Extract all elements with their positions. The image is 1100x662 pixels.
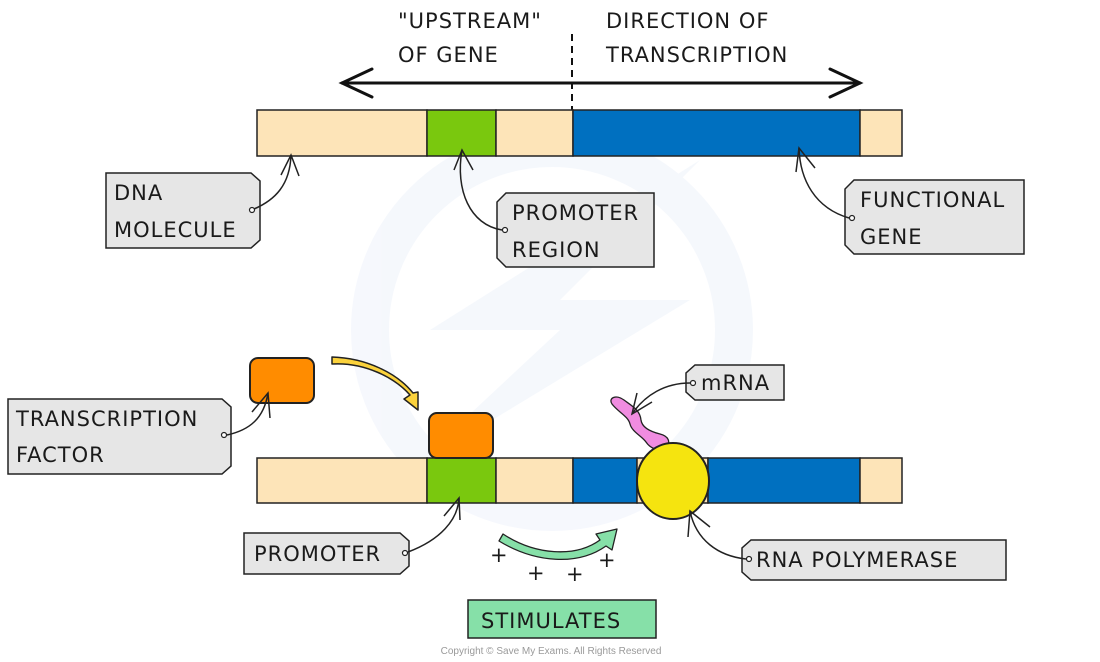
promoter-region-label-line2: REGION — [512, 238, 601, 262]
upstream-label-line2: OF GENE — [398, 43, 499, 67]
functional-gene-callout: FUNCTIONAL GENE — [795, 146, 1025, 255]
bottom-dna-molecule — [256, 457, 903, 504]
transcription-factor-free — [249, 357, 315, 404]
top-dna-downstream-segment — [859, 109, 903, 157]
rna-polymerase-callout: RNA POLYMERASE — [687, 509, 1007, 581]
copyright-text: Copyright © Save My Exams. All Rights Re… — [441, 646, 662, 657]
top-dna-molecule — [256, 109, 903, 157]
plus-sign: + — [490, 543, 509, 567]
bottom-dna-spacer-segment — [495, 457, 574, 504]
bottom-dna-downstream-segment — [859, 457, 903, 504]
binding-arrow — [331, 356, 419, 411]
upstream-label-line1: "UPSTREAM" — [398, 9, 542, 33]
plus-sign: + — [527, 561, 546, 585]
promoter-label: PROMOTER — [254, 542, 381, 566]
promoter-callout: PROMOTER — [243, 496, 461, 575]
bottom-promoter-segment — [426, 457, 497, 504]
transcription-factor-label-line2: FACTOR — [16, 443, 105, 467]
rna-polymerase-label: RNA POLYMERASE — [756, 548, 958, 572]
mrna-strand — [610, 396, 670, 451]
top-dna-upstream-segment — [256, 109, 428, 157]
stimulates-box: STIMULATES — [467, 599, 657, 639]
stimulates-label: STIMULATES — [481, 609, 621, 633]
top-dna-spacer-segment — [495, 109, 574, 157]
mrna-label: mRNA — [701, 371, 770, 395]
transcription-factor-bound — [428, 412, 494, 459]
dna-molecule-label-line1: DNA — [114, 181, 163, 205]
direction-label-line1: DIRECTION OF — [606, 9, 769, 33]
bottom-dna-upstream-segment — [256, 457, 428, 504]
bottom-gene-segment-remaining — [707, 457, 861, 504]
top-gene-segment — [572, 109, 861, 157]
dna-molecule-label-line2: MOLECULE — [114, 218, 237, 242]
functional-gene-label-line1: FUNCTIONAL — [860, 188, 1005, 212]
dna-molecule-callout: DNA MOLECULE — [105, 153, 300, 249]
plus-sign: + — [566, 562, 585, 586]
transcription-factor-label-line1: TRANSCRIPTION — [15, 407, 198, 431]
plus-sign: + — [598, 548, 617, 572]
functional-gene-label-line2: GENE — [860, 225, 923, 249]
direction-double-arrow — [338, 67, 864, 99]
rna-polymerase — [636, 442, 710, 520]
top-promoter-segment — [426, 109, 497, 157]
bottom-gene-segment-transcribed — [572, 457, 638, 504]
transcription-factor-callout: TRANSCRIPTION FACTOR — [7, 391, 271, 475]
promoter-region-label-line1: PROMOTER — [512, 201, 639, 225]
stimulate-arrow — [498, 528, 618, 561]
direction-label-line2: TRANSCRIPTION — [605, 43, 788, 67]
mrna-callout: mRNA — [630, 364, 785, 416]
promoter-region-callout: PROMOTER REGION — [453, 148, 655, 268]
